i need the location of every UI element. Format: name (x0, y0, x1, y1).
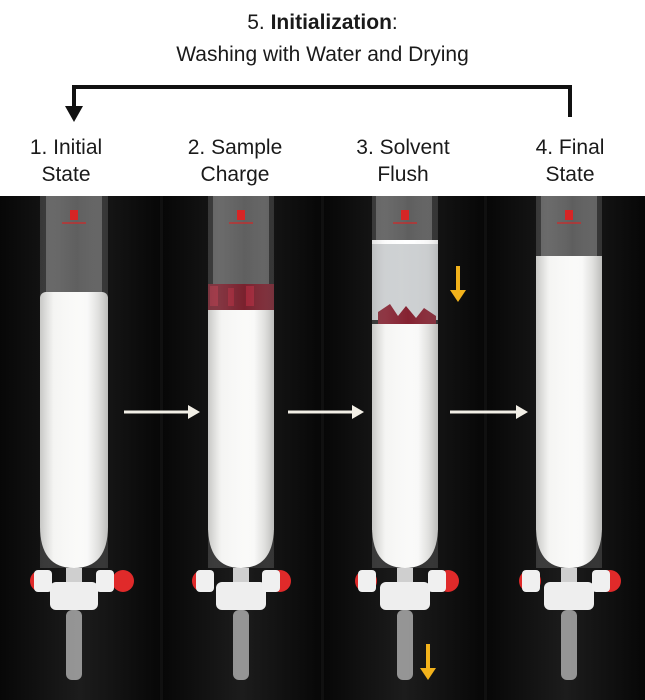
title-bold: Initialization (270, 11, 392, 34)
diagram-title: 5. Initialization: (0, 10, 645, 36)
stage-label-3-line1: 3. Solvent (356, 136, 450, 159)
loop-back-arrow (65, 85, 572, 122)
title-colon: : (391, 11, 398, 34)
column-photo-strip (0, 196, 645, 700)
column-1 (30, 196, 134, 680)
column-4 (519, 196, 621, 680)
progress-arrow-1-to-2 (124, 405, 200, 419)
title-number: 5. (247, 11, 271, 34)
stage-label-1-line1: 1. Initial (29, 136, 103, 159)
stage-label-4: 4. Final State (505, 134, 635, 188)
diagram-subtitle: Washing with Water and Drying (176, 43, 469, 66)
stage-label-2-line2: Charge (200, 163, 270, 186)
solvent-flow-arrow-top (450, 266, 466, 302)
stage-label-2: 2. Sample Charge (170, 134, 300, 188)
stage-label-1: 1. Initial State (1, 134, 131, 188)
progress-arrow-3-to-4 (450, 405, 528, 419)
stage-label-3: 3. Solvent Flush (338, 134, 468, 188)
stage-label-3-line2: Flush (377, 163, 429, 186)
stage-label-4-line1: 4. Final (535, 136, 605, 159)
column-3 (355, 196, 459, 680)
stage-label-1-line2: State (41, 163, 91, 186)
stage-label-4-line2: State (545, 163, 595, 186)
column-2 (192, 196, 291, 680)
stage-label-2-line1: 2. Sample (187, 136, 283, 159)
progress-arrow-2-to-3 (288, 405, 364, 419)
solvent-flow-arrow-bottom (420, 644, 436, 680)
column-photo-illustration (0, 196, 645, 700)
